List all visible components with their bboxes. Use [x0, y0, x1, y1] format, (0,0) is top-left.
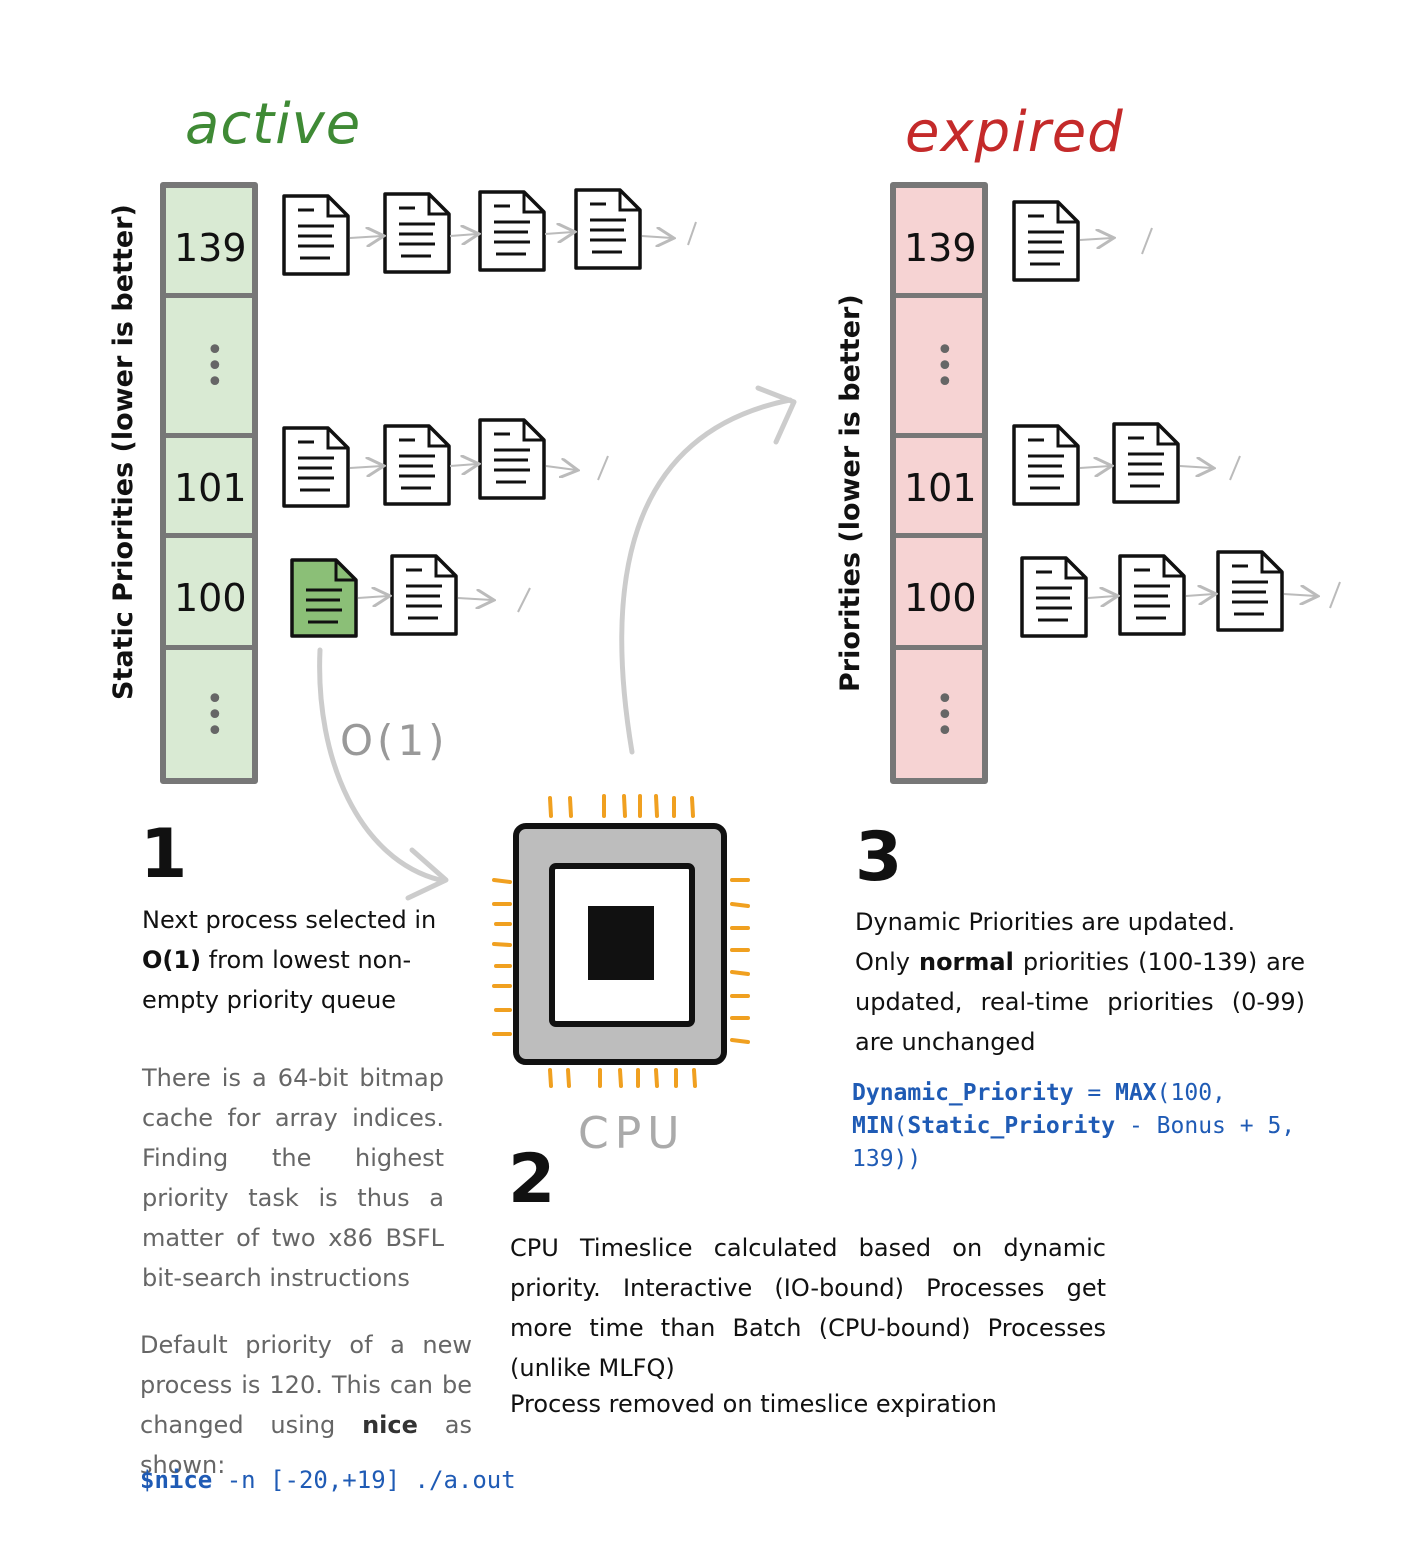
active-row-label: 101: [174, 466, 247, 510]
active-title: active: [185, 92, 362, 157]
process-doc-icon: [1112, 422, 1180, 504]
active-row-101: 101: [166, 438, 252, 538]
formula-dynamic: Dynamic_Priority: [852, 1080, 1074, 1106]
cpu-label: CPU: [578, 1108, 686, 1159]
step-2-number: 2: [508, 1140, 556, 1219]
active-row-ellipsis-bottom: •••: [166, 650, 252, 778]
process-doc-icon: [282, 194, 350, 276]
step-3-text: Only: [855, 948, 919, 976]
process-doc-icon: [478, 190, 546, 272]
default-priority-text: Default priority of a new process is 120…: [140, 1331, 472, 1439]
expired-row-label: 139: [904, 226, 977, 270]
process-doc-icon: [478, 418, 546, 500]
expired-row-101: 101: [896, 438, 982, 538]
process-doc-icon: [1012, 200, 1080, 282]
step-2-description: CPU Timeslice calculated based on dynami…: [510, 1234, 1106, 1382]
process-doc-icon: [390, 554, 458, 636]
step-1-description: Next process selected in O(1) from lowes…: [142, 900, 444, 1020]
expired-title: expired: [905, 100, 1124, 165]
process-doc-icon: [1012, 424, 1080, 506]
expired-row-label: 101: [904, 466, 977, 510]
expire-arrow: [619, 397, 793, 755]
step-3-line-2: Only normal priorities (100-139) are upd…: [855, 942, 1305, 1062]
formula-paren: (: [893, 1113, 908, 1139]
process-queue-expired-139: [1012, 200, 1153, 282]
formula-min: MIN: [852, 1113, 894, 1139]
cpu-chip-icon: [492, 794, 750, 1088]
formula-static: Static_Priority: [907, 1113, 1116, 1139]
process-queue-active-139: [282, 188, 697, 276]
active-priority-array: 139 ••• 101 100 •••: [160, 182, 258, 784]
bitmap-note: There is a 64-bit bitmap cache for array…: [142, 1064, 444, 1292]
nice-command: $nice -n [-20,+19] ./a.out: [140, 1464, 516, 1497]
expired-priority-array: 139 ••• 101 100 •••: [890, 182, 988, 784]
formula-rest: - Bonus + 5, 139)): [852, 1113, 1296, 1172]
formula-max-arg: (100,: [1156, 1080, 1226, 1106]
process-queue-active-100: [290, 554, 531, 638]
process-doc-icon: [574, 188, 642, 270]
process-doc-icon: [383, 424, 451, 506]
selected-process-doc-icon: [290, 558, 358, 638]
o1-label: O(1): [340, 716, 449, 765]
dynamic-priority-formula: Dynamic_Priority = MAX(100, MIN(Static_P…: [852, 1077, 1322, 1176]
step-1-line-3: empty priority queue: [142, 986, 397, 1014]
step-1-line-2-rest: from lowest non-: [201, 946, 412, 974]
expired-row-139: 139: [896, 188, 982, 298]
nice-command-bold: $nice: [140, 1466, 213, 1494]
step-3-text-end: priorities (100-139) are updated, real-t…: [855, 948, 1305, 1056]
process-queue-active-101: [282, 418, 609, 508]
process-queue-expired-101: [1012, 422, 1241, 506]
step-1-line-2: O(1) from lowest non-: [142, 940, 444, 980]
active-row-label: 100: [174, 576, 247, 620]
step-1-number: 1: [140, 815, 188, 894]
step-2-removal: Process removed on timeslice expiration: [510, 1390, 997, 1418]
process-doc-icon: [1020, 556, 1088, 638]
nice-command-args: -n [-20,+19] ./a.out: [212, 1466, 516, 1494]
o1-bold: O(1): [142, 946, 202, 974]
step-1-line-1: Next process selected in: [142, 906, 437, 934]
expire-arrowhead: [755, 385, 797, 445]
select-arrowhead: [405, 847, 449, 901]
normal-bold: normal: [918, 948, 1014, 976]
step-3-description: Dynamic Priorities are updated. Only nor…: [855, 902, 1305, 1062]
process-doc-icon: [282, 426, 350, 508]
process-queue-expired-100: [1020, 550, 1341, 638]
process-doc-icon: [383, 192, 451, 274]
nice-bold: nice: [362, 1411, 418, 1439]
formula-eq: =: [1073, 1080, 1116, 1106]
expired-row-label: 100: [904, 576, 977, 620]
expired-row-ellipsis-bottom: •••: [896, 650, 982, 778]
default-priority-text-end: as shown:: [140, 1411, 472, 1479]
select-arrow: [317, 647, 443, 883]
formula-max: MAX: [1115, 1080, 1157, 1106]
default-priority-note: Default priority of a new process is 120…: [140, 1325, 472, 1485]
step-3-line-1: Dynamic Priorities are updated.: [855, 908, 1236, 936]
expired-row-100: 100: [896, 538, 982, 650]
expired-row-ellipsis: •••: [896, 298, 982, 438]
active-row-139: 139: [166, 188, 252, 298]
active-row-ellipsis: •••: [166, 298, 252, 438]
process-doc-icon: [1216, 550, 1284, 632]
process-doc-icon: [1118, 554, 1186, 636]
active-row-100: 100: [166, 538, 252, 650]
step-3-number: 3: [855, 818, 903, 897]
active-row-label: 139: [174, 226, 247, 270]
